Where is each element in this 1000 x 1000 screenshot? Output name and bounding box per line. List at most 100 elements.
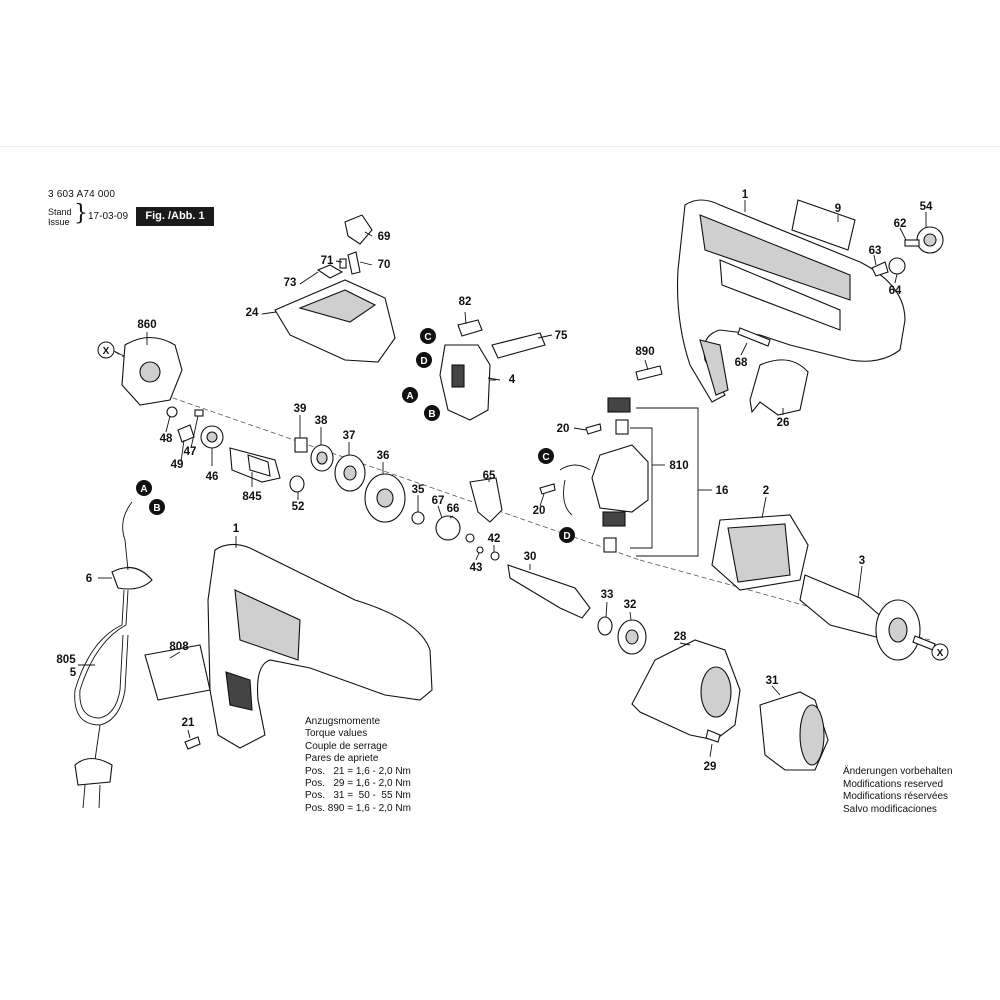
marker-b-bottom: B bbox=[149, 499, 165, 515]
part-808: 808 bbox=[169, 641, 189, 653]
spring-71 bbox=[339, 258, 347, 269]
part-43: 43 bbox=[470, 562, 483, 574]
part-68: 68 bbox=[735, 357, 748, 369]
gear-37-hub bbox=[343, 465, 357, 481]
part-33: 33 bbox=[601, 589, 614, 601]
slider-75 bbox=[491, 332, 546, 359]
part-36: 36 bbox=[377, 450, 390, 462]
bearing-32-bore bbox=[625, 629, 639, 645]
marker-c-top: C bbox=[420, 328, 436, 344]
part-64: 64 bbox=[889, 285, 902, 297]
switch-4-body bbox=[451, 364, 465, 388]
torque-title-fr: Couple de serrage bbox=[305, 740, 388, 752]
document-number: 3 603 A74 000 bbox=[48, 189, 116, 200]
spring-63 bbox=[871, 261, 889, 277]
svg-text:D: D bbox=[420, 356, 427, 367]
power-cable bbox=[74, 589, 129, 726]
marker-a-top: A bbox=[402, 387, 418, 403]
part-21: 21 bbox=[182, 717, 195, 729]
issue-date: 17-03-09 bbox=[88, 211, 129, 222]
torque-pos: Pos. 29 bbox=[305, 778, 345, 790]
part-48: 48 bbox=[160, 433, 173, 445]
part-860: 860 bbox=[137, 319, 156, 331]
part-4: 4 bbox=[509, 374, 516, 386]
svg-text:B: B bbox=[153, 503, 160, 514]
issue-label: Issue bbox=[48, 217, 70, 227]
ring-64 bbox=[888, 257, 906, 275]
part-20-top: 20 bbox=[557, 423, 570, 435]
part-46: 46 bbox=[206, 471, 219, 483]
spindle-30 bbox=[507, 564, 591, 619]
gear-46-hub bbox=[206, 431, 218, 443]
torque-title-en: Torque values bbox=[305, 728, 368, 740]
part-39: 39 bbox=[294, 403, 307, 415]
svg-text:C: C bbox=[542, 452, 549, 463]
part-26: 26 bbox=[777, 417, 790, 429]
top-rule bbox=[0, 146, 1000, 147]
washer-48 bbox=[166, 406, 178, 418]
part-805: 805 bbox=[56, 654, 76, 666]
chuck-31-face bbox=[799, 704, 825, 766]
plug-pins bbox=[82, 784, 101, 809]
bearing-39 bbox=[294, 437, 308, 453]
notice-fr: Modifications réservées bbox=[843, 791, 949, 803]
brush-bottom bbox=[603, 537, 617, 553]
torque-pos: Pos. 21 bbox=[305, 765, 345, 777]
part-47-key bbox=[194, 409, 204, 417]
part-labels: 1 9 54 62 63 64 68 26 890 69 70 71 73 24… bbox=[56, 189, 933, 773]
rating-plate bbox=[791, 199, 856, 251]
part-3: 3 bbox=[859, 555, 865, 567]
svg-text:D: D bbox=[563, 531, 570, 542]
gear-36-hub bbox=[376, 488, 394, 508]
cable-to-plug bbox=[94, 724, 101, 761]
torque-value: = 1,6 - 2,0 Nm bbox=[347, 778, 411, 790]
power-cable-inner bbox=[79, 589, 129, 719]
screw-890 bbox=[635, 365, 663, 381]
cable-guard-6 bbox=[111, 566, 153, 590]
part-6: 6 bbox=[86, 573, 92, 585]
part-49: 49 bbox=[171, 459, 184, 471]
label-808 bbox=[144, 644, 211, 701]
cover-24-panel bbox=[298, 289, 377, 323]
brush-holder-bottom bbox=[602, 511, 626, 527]
part-52: 52 bbox=[292, 501, 305, 513]
armature-3 bbox=[799, 574, 886, 639]
svg-text:C: C bbox=[424, 332, 431, 343]
part-28: 28 bbox=[674, 631, 687, 643]
shaft-845-gear bbox=[247, 454, 271, 477]
nut-49 bbox=[177, 424, 195, 443]
notice-de: Änderungen vorbehalten bbox=[843, 766, 953, 777]
notice-en: Modifications reserved bbox=[843, 778, 944, 790]
part-1-bottom: 1 bbox=[233, 523, 240, 535]
brace-glyph: } bbox=[74, 201, 88, 226]
lever-70 bbox=[347, 251, 361, 275]
part-20-bottom: 20 bbox=[533, 505, 546, 517]
part-82: 82 bbox=[459, 296, 472, 308]
part-5: 5 bbox=[70, 667, 77, 679]
stator-2-windings bbox=[727, 523, 791, 583]
part-75: 75 bbox=[555, 330, 568, 342]
part-42: 42 bbox=[488, 533, 501, 545]
part-66 bbox=[435, 515, 461, 541]
part-71: 71 bbox=[321, 255, 334, 267]
housing-half-top bbox=[676, 199, 906, 403]
marker-x-right: X bbox=[931, 643, 949, 661]
switch-54 bbox=[916, 226, 944, 254]
gear-housing-28-front bbox=[700, 666, 732, 718]
clip-82 bbox=[457, 319, 483, 337]
svg-text:B: B bbox=[428, 409, 435, 420]
rod-68 bbox=[737, 327, 771, 347]
marker-d-top: D bbox=[416, 352, 432, 368]
figure-label: Fig. /Abb. 1 bbox=[136, 207, 214, 226]
svg-text:A: A bbox=[406, 391, 413, 402]
part-24: 24 bbox=[246, 307, 259, 319]
bushing-52 bbox=[289, 475, 305, 493]
part-73: 73 bbox=[284, 277, 297, 289]
circlip-33 bbox=[597, 616, 613, 636]
screw-29 bbox=[705, 729, 721, 743]
part-31: 31 bbox=[766, 675, 779, 687]
marker-c-mid: C bbox=[538, 448, 554, 464]
part-65: 65 bbox=[483, 470, 496, 482]
cover-24 bbox=[274, 279, 396, 363]
switch-4 bbox=[439, 344, 491, 421]
